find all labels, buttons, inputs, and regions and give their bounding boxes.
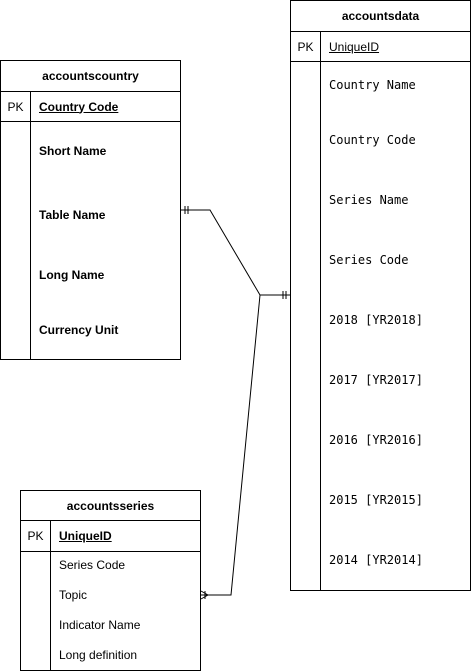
attribute-topic: Topic [59,588,88,602]
pk-field: UniqueID [59,529,112,543]
attribute-2018: 2018 [YR2018] [329,313,423,327]
entity-title: accountscountry [1,61,180,92]
attribute-2014: 2014 [YR2014] [329,553,423,567]
entity-accountsseries[interactable]: accountsseries PK UniqueID Series Code T… [20,490,201,671]
attribute-long-definition: Long definition [59,648,138,662]
attribute-series-code: Series Code [59,558,126,572]
attribute-series-name: Series Name [329,193,409,207]
entity-accountsdata[interactable]: accountsdata PK UniqueID Country Name Co… [290,0,471,591]
attribute-indicator-name: Indicator Name [59,618,141,632]
attribute-series-code: Series Code [329,253,409,267]
column-divider [30,92,31,359]
pk-field: Country Code [39,99,119,114]
pk-label: PK [7,99,24,114]
relationship-country-data [181,209,290,296]
entity-title: accountsseries [21,491,200,521]
attribute-2015: 2015 [YR2015] [329,493,423,507]
pk-row: PK UniqueID [21,521,200,552]
attribute-currency-unit: Currency Unit [39,323,119,337]
attribute-table-name: Table Name [39,208,106,222]
attribute-country-code: Country Code [329,133,416,147]
attribute-2016: 2016 [YR2016] [329,433,423,447]
relationship-series-data [201,294,261,596]
pk-label: PK [27,529,44,543]
column-divider [320,32,321,590]
attribute-2017: 2017 [YR2017] [329,373,423,387]
column-divider [50,521,51,670]
pk-field: UniqueID [329,39,380,54]
entity-accountscountry[interactable]: accountscountry PK Country Code Short Na… [0,60,181,360]
entity-title: accountsdata [291,1,470,32]
attribute-country-name: Country Name [329,78,416,92]
pk-row: PK Country Code [1,92,180,122]
attribute-long-name: Long Name [39,268,105,282]
pk-row: PK UniqueID [291,32,470,62]
pk-label: PK [297,39,314,54]
attribute-short-name: Short Name [39,144,107,158]
